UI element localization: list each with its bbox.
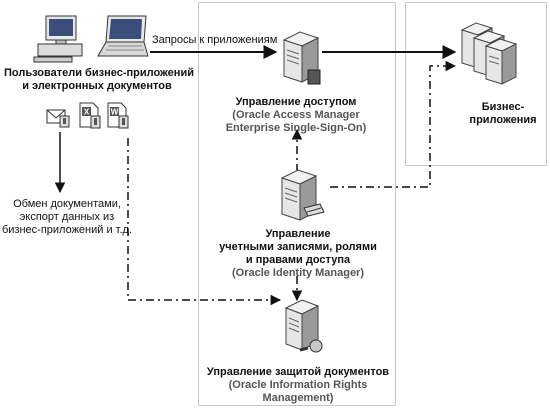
desktop-computer-icon [33, 15, 83, 63]
exchange-label: Обмен документами, экспорт данных из биз… [1, 198, 133, 236]
svg-text:X: X [84, 108, 90, 117]
identity-label: Управление учетными записями, ролями и п… [219, 228, 377, 279]
access-title: Управление доступом [235, 96, 357, 108]
business-region [405, 2, 547, 166]
business-label: Бизнес- приложения [469, 101, 537, 126]
users-title-line2: и электронных документов [22, 80, 172, 92]
word-document-icon: W [107, 102, 129, 129]
requests-label: Запросы к приложениям [152, 34, 278, 46]
identity-to-business-arrow [330, 60, 457, 188]
business-servers-icon [460, 22, 518, 85]
rights-label: Управление защитой документов (Oracle In… [206, 366, 390, 404]
svg-text:W: W [111, 108, 119, 117]
mail-document-icon [46, 109, 70, 128]
excel-document-icon: X [79, 102, 101, 129]
laptop-icon [97, 15, 149, 57]
access-label: Управление доступом (Oracle Access Manag… [200, 96, 392, 135]
users-title-line1: Пользователи бизнес-приложений [4, 67, 194, 79]
users-label: Пользователи бизнес-приложений и электро… [4, 67, 194, 93]
documents-to-rights-arrow [127, 138, 282, 306]
access-region [198, 2, 396, 406]
rights-server-icon [284, 299, 323, 353]
access-server-icon [282, 31, 321, 85]
identity-server-icon [280, 169, 325, 221]
